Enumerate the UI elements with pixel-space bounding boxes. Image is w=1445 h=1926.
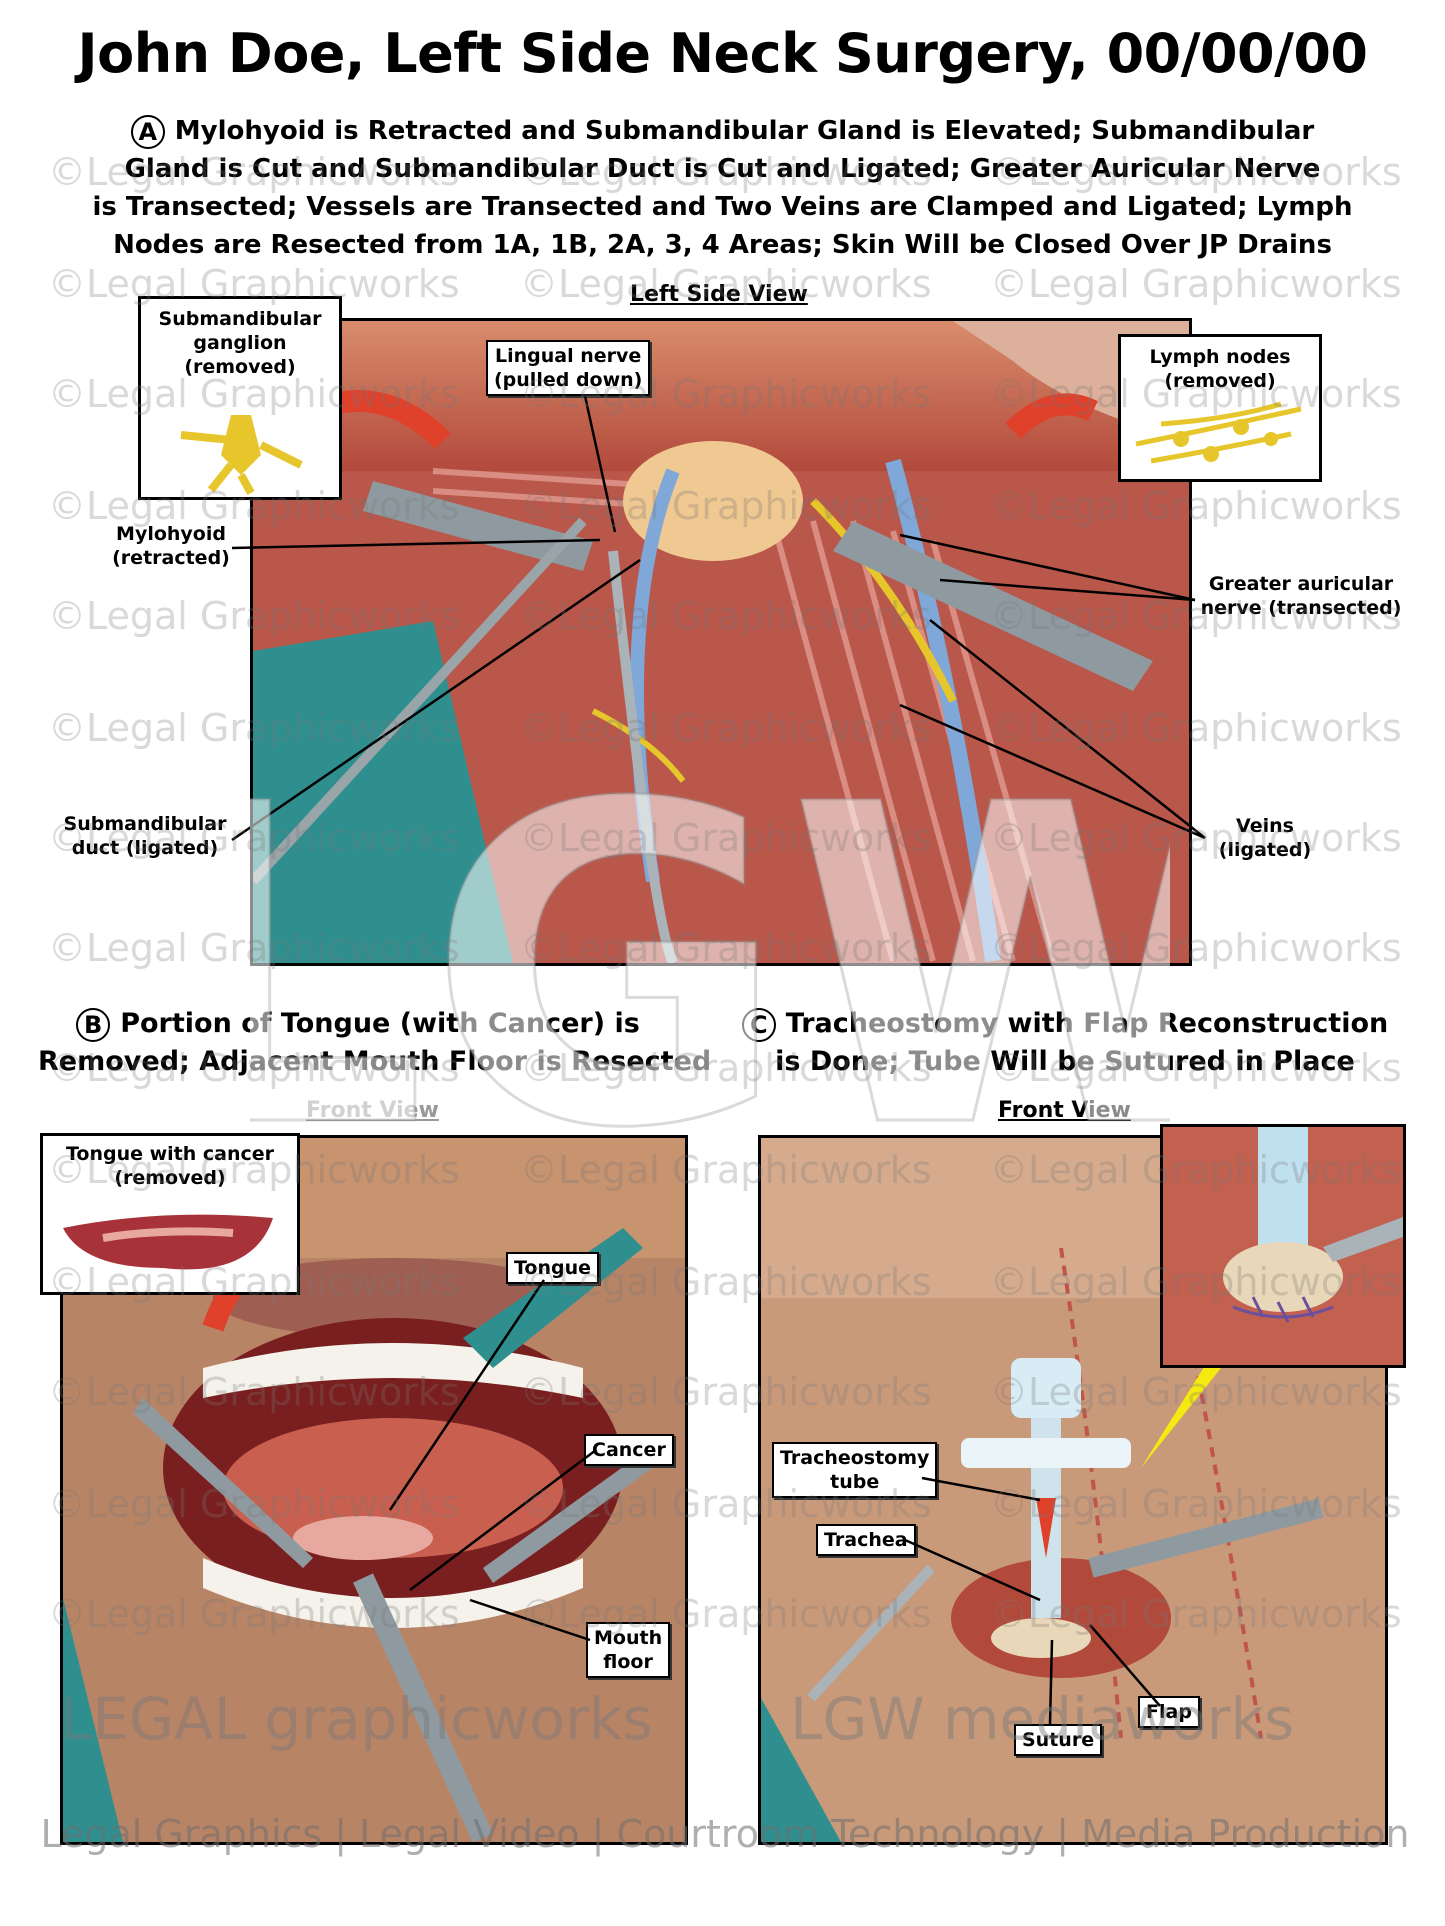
panel-a-caption: A Mylohyoid is Retracted and Submandibula… [70,112,1375,264]
panel-a-letter: A [130,114,165,149]
label-mylohyoid: Mylohyoid(retracted) [112,523,230,569]
label-suture: Suture [1014,1724,1103,1756]
flap-detail-drawing [1163,1127,1403,1365]
retractor-right [1088,1498,1324,1578]
forceps-left [133,1398,313,1568]
panel-b-view-label: Front View [306,1098,439,1123]
caption-a-line-3: is Transected; Vessels are Transected an… [92,192,1353,222]
panel-b-caption: B Portion of Tongue (with Cancer) is Remo… [38,1005,712,1081]
page-title: John Doe, Left Side Neck Surgery, 00/00/… [77,22,1368,85]
inset-tongue-label: Tongue with cancer(removed) [65,1143,275,1189]
label-trachea: Trachea [816,1524,916,1556]
caption-b-line-2: Removed; Adjacent Mouth Floor is Resecte… [38,1046,712,1077]
label-veins: Veins(ligated) [1218,815,1312,861]
drape-left [761,1698,841,1842]
caption-a-line-4: Nodes are Resected from 1A, 1B, 2A, 3, 4… [113,230,1332,260]
inset-flap-detail [1160,1124,1406,1368]
scalpel-handle [353,1573,493,1842]
label-lingual-nerve: Lingual nerve(pulled down) [486,340,651,396]
panel-c-caption: C Tracheostomy with Flap Reconstruction i… [740,1005,1390,1081]
caption-a-line-2: Gland is Cut and Submandibular Duct is C… [124,154,1321,184]
label-cancer: Cancer [584,1434,674,1466]
neck-dissection-drawing [253,321,1189,963]
caption-b-line-1: Portion of Tongue (with Cancer) is [120,1008,640,1039]
removed-tongue-icon [63,1214,273,1270]
label-flap: Flap [1138,1696,1200,1728]
removal-arrow-right [1005,393,1098,439]
caption-a-line-1: Mylohyoid is Retracted and Submandibular… [174,116,1315,146]
label-tongue: Tongue [506,1252,600,1284]
drape-left [63,1598,123,1842]
cancer-area [293,1516,433,1560]
panel-a-illustration [250,318,1192,966]
panel-c-view-label: Front View [998,1098,1131,1123]
inset-lymph-label: Lymph nodes(removed) [1149,346,1291,392]
tube-connector [1011,1358,1081,1418]
inset-lymph-nodes: Lymph nodes(removed) [1118,334,1322,482]
lymph-nodes-icon [1135,401,1302,464]
panel-a-view-label: Left Side View [630,282,808,307]
caption-c-line-1: Tracheostomy with Flap Reconstruction [785,1008,1389,1039]
watermark-text: ©Legal Graphicworks [990,262,1402,306]
tube-flange [961,1438,1131,1468]
panel-c-letter: C [741,1007,776,1042]
trachea-ring [991,1618,1091,1658]
caption-c-line-2: is Done; Tube Will be Sutured in Place [775,1046,1355,1077]
panel-b-letter: B [76,1007,111,1042]
insertion-arrow [1036,1498,1056,1558]
ganglion-icon [180,415,303,495]
inset-tongue-with-cancer: Tongue with cancer(removed) [40,1133,300,1295]
footer-services: Legal Graphics | Legal Video | Courtroom… [40,1812,1410,1856]
